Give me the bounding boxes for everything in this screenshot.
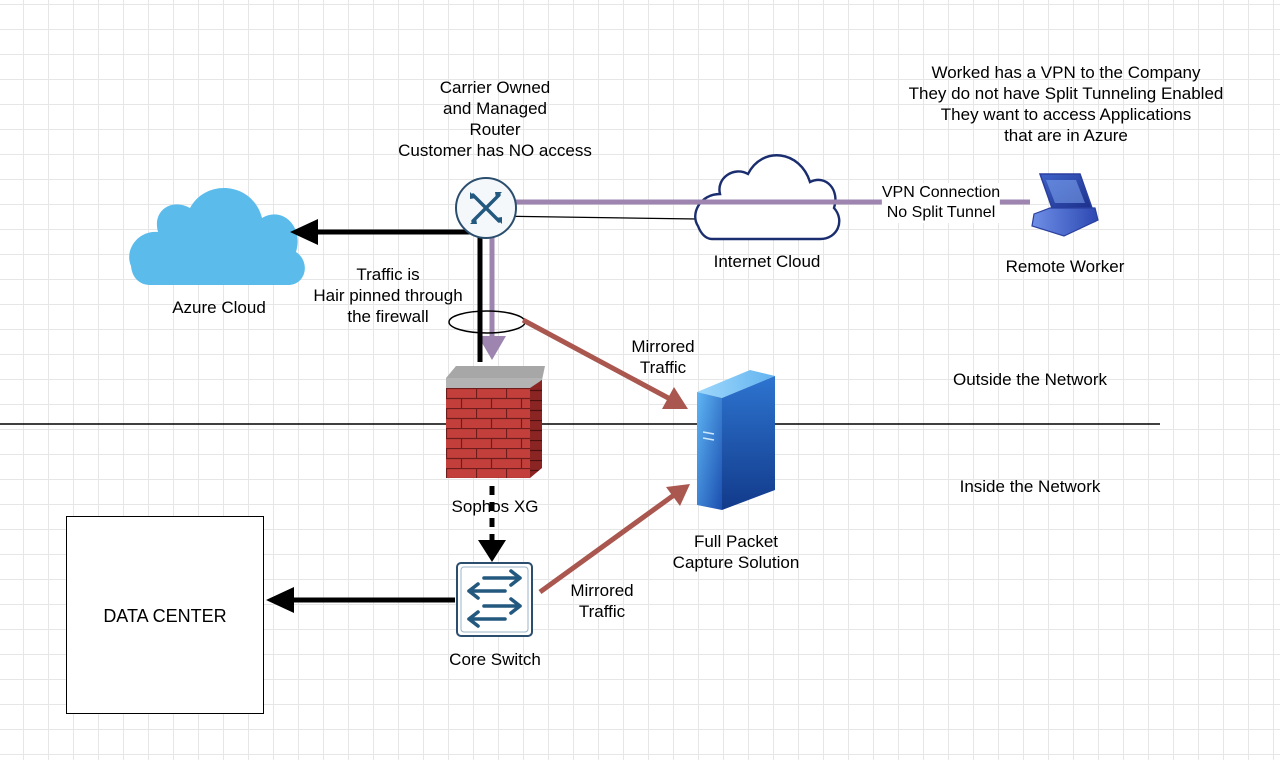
inside-network-label: Inside the Network	[959, 477, 1101, 496]
mirrored-traffic-top-label: Mirrored Traffic	[631, 337, 695, 377]
server-icon	[697, 370, 775, 510]
azure-arrowhead	[290, 219, 318, 245]
router-internet-link	[491, 215, 698, 220]
firewall-icon	[446, 366, 545, 478]
router-icon	[455, 177, 517, 239]
switch-arrowhead	[478, 540, 506, 562]
azure-cloud-label: Azure Cloud	[172, 298, 266, 317]
data-center-box: DATA CENTER	[66, 516, 264, 714]
mirror-arrow-bottom-head	[666, 484, 690, 506]
firewall-label: Sophos XG	[451, 497, 539, 516]
data-center-label: DATA CENTER	[103, 606, 227, 626]
internet-cloud-icon	[694, 154, 841, 241]
mirror-arrow-top-line	[521, 317, 674, 403]
core-switch-label: Core Switch	[449, 650, 541, 669]
internet-cloud-label: Internet Cloud	[713, 252, 821, 271]
outside-network-label: Outside the Network	[952, 370, 1108, 389]
router-label: Carrier Owned and Managed Router Custome…	[398, 78, 592, 160]
datacenter-arrowhead	[266, 587, 294, 613]
mirror-arrow-bottom-line	[538, 492, 676, 595]
remote-worker-label: Remote Worker	[1005, 257, 1125, 276]
azure-cloud-icon	[129, 187, 305, 285]
mirror-arrow-top-head	[662, 387, 688, 409]
mirrored-traffic-bottom-label: Mirrored Traffic	[570, 581, 634, 621]
laptop-icon	[1031, 173, 1099, 237]
worker-note: Worked has a VPN to the Company They do …	[908, 63, 1224, 145]
vpn-connection-label: VPN Connection No Split Tunnel	[881, 183, 1001, 223]
hairpin-note: Traffic is Hair pinned through the firew…	[313, 265, 463, 326]
vpn-arrowhead	[478, 336, 506, 360]
switch-icon	[456, 562, 533, 637]
capture-label: Full Packet Capture Solution	[672, 532, 800, 572]
